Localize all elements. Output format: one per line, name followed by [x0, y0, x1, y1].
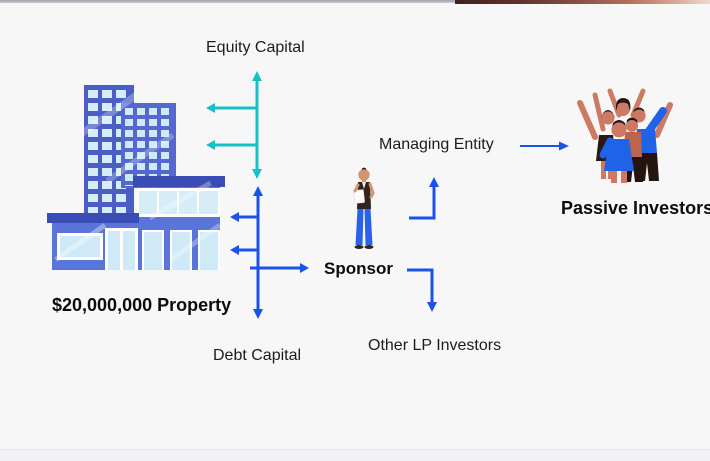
investors-group-icon [575, 85, 675, 185]
property-value-label: $20,000,000 Property [52, 295, 232, 315]
debt-capital-label: Debt Capital [213, 347, 302, 364]
equity-capital-label: Equity Capital [206, 39, 305, 56]
top-edge-gray-strip [0, 0, 455, 3]
other-lp-investors-label: Other LP Investors [368, 337, 502, 354]
sponsor-person-icon [340, 167, 386, 255]
top-edge-photo-remnant [455, 0, 710, 4]
sponsor-to-other-lp-arrow [407, 268, 437, 312]
managing-entity-to-passive-investors-arrow [520, 141, 569, 151]
sponsor-label: Sponsor [324, 259, 393, 278]
passive-investors-label: Passive Investors [561, 198, 710, 218]
equity-capital-connector [206, 71, 262, 179]
bottom-edge-strip [0, 449, 710, 461]
building-icon [45, 80, 230, 275]
sponsor-to-managing-entity-arrow [409, 177, 439, 220]
debt-capital-connector [230, 186, 309, 319]
managing-entity-label: Managing Entity [379, 136, 494, 153]
